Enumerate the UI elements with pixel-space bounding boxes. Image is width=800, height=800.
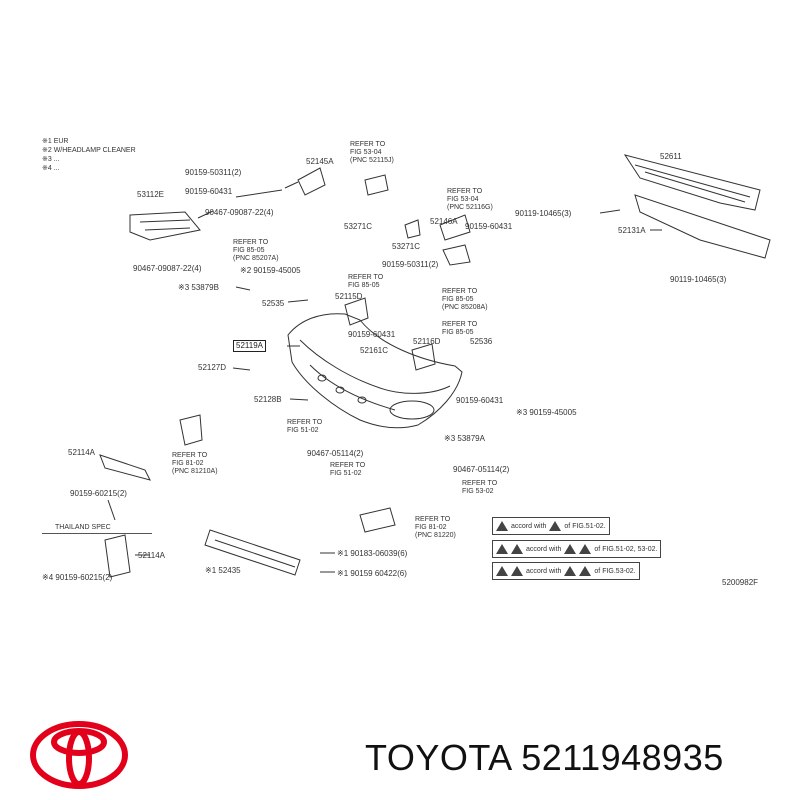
part-label: 52146A (430, 217, 458, 226)
part-label: 90467-09087-22(4) (205, 208, 274, 217)
part-label: 52611 (660, 152, 682, 161)
figure-code: 5200982F (722, 578, 759, 587)
part-label: 90119-10465(3) (670, 275, 727, 284)
part-label: ※1 90159 60422(6) (337, 569, 407, 578)
part-label: 90119-10465(3) (515, 209, 572, 218)
highlighted-part-52119A[interactable]: 52119A (233, 340, 266, 352)
warning-triangle-icon (564, 566, 577, 576)
note-line-3: ※3 ... (42, 156, 60, 163)
legend-text: of FIG.53-02. (594, 567, 636, 575)
refer-to-callout: REFER TO FIG 51-02 (330, 462, 366, 477)
refer-to-callout: REFER TO FIG 85-05 (348, 274, 384, 289)
part-label: ※1 52435 (205, 566, 241, 575)
refer-to-callout: REFER TO FIG 51-02 (287, 419, 323, 434)
part-label: 53112E (137, 190, 164, 199)
note-line-4: ※4 ... (42, 165, 60, 172)
part-label: 52145A (306, 157, 334, 166)
part-label: 52114A (138, 551, 165, 560)
refer-to-callout: REFER TO FIG 81-02 (PNC 81210A) (172, 452, 218, 475)
part-label: 90159-60431 (348, 330, 396, 339)
part-label: 90467-05114(2) (307, 449, 364, 458)
note-line-2: ※2 W/HEADLAMP CLEANER (42, 147, 136, 154)
warning-triangle-icon (579, 544, 592, 554)
part-label: ※3 53879A (444, 434, 485, 443)
legend-text: accord with (526, 567, 562, 575)
part-label: 52116D (413, 337, 441, 346)
legend-text: accord with (526, 545, 562, 553)
refer-to-callout: REFER TO FIG 85-05 (442, 321, 478, 336)
refer-to-callout: REFER TO FIG 53-04 (PNC 52116G) (447, 188, 493, 211)
part-label: 90159-60431 (456, 396, 504, 405)
part-label: 52535 (262, 299, 285, 308)
brand-part-number: TOYOTA 5211948935 (365, 737, 724, 778)
part-label: 90159-60431 (185, 187, 233, 196)
note-line-1: ※1 EUR (42, 138, 69, 145)
part-label: 90159-60215(2) (70, 489, 127, 498)
legend-text: of FIG.51-02, 53-02. (594, 545, 658, 553)
toyota-logo-icon (30, 721, 128, 789)
warning-triangle-icon (549, 521, 562, 531)
warning-triangle-icon (496, 544, 508, 554)
part-label: 52131A (618, 226, 646, 235)
part-label: 52115D (335, 292, 363, 301)
legend-row-2: accord with of FIG.51-02, 53-02. (492, 540, 662, 558)
part-label: 90159-50311(2) (185, 168, 242, 177)
part-label: 53271C (392, 242, 421, 251)
legend-row-3: accord with of FIG.53-02. (492, 562, 640, 580)
spec-divider (42, 533, 152, 534)
warning-triangle-icon (511, 544, 523, 554)
part-label: 90467-05114(2) (453, 465, 510, 474)
part-label: 90159-50311(2) (382, 260, 439, 269)
legend-row-1: accord with of FIG.51-02. (492, 517, 610, 535)
refer-to-callout: REFER TO FIG 85-05 (PNC 85208A) (442, 288, 488, 311)
legend-text: accord with (511, 522, 547, 530)
warning-triangle-icon (579, 566, 592, 576)
part-label: 52127D (198, 363, 227, 372)
refer-to-callout: REFER TO FIG 53-04 (PNC 52115J) (350, 141, 394, 164)
part-label: 52536 (470, 337, 493, 346)
spec-note: THAILAND SPEC (55, 524, 111, 531)
part-label: ※1 90183-06039(6) (337, 549, 408, 558)
part-label: 52114A (68, 448, 95, 457)
part-label: ※3 53879B (178, 283, 219, 292)
part-label: 90467-09087-22(4) (133, 264, 202, 273)
part-label: 52128B (254, 395, 282, 404)
warning-triangle-icon (511, 566, 523, 576)
part-label: ※4 90159-60215(2) (42, 573, 113, 582)
refer-to-callout: REFER TO FIG 53-02 (462, 480, 498, 495)
part-label: 52161C (360, 346, 389, 355)
refer-to-callout: REFER TO FIG 81-02 (PNC 81220) (415, 516, 456, 539)
part-label: 53271C (344, 222, 373, 231)
legend-text: of FIG.51-02. (564, 522, 606, 530)
warning-triangle-icon (564, 544, 577, 554)
part-label: ※3 90159-45005 (516, 408, 577, 417)
part-label: ※2 90159-45005 (240, 266, 301, 275)
part-label: 90159-60431 (465, 222, 513, 231)
warning-triangle-icon (496, 566, 508, 576)
warning-triangle-icon (496, 521, 508, 531)
refer-to-callout: REFER TO FIG 85-05 (PNC 85207A) (233, 239, 279, 262)
